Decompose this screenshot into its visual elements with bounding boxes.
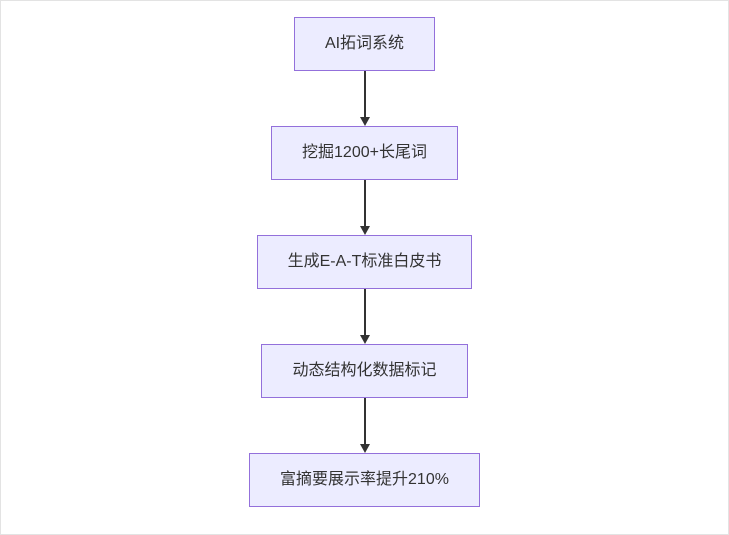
flow-node-label: 挖掘1200+长尾词 xyxy=(302,144,427,161)
flow-edge-d-e xyxy=(359,398,370,453)
arrowhead-icon xyxy=(359,117,370,126)
flow-node-rich-snippet-result: 富摘要展示率提升210% xyxy=(249,453,480,507)
flow-node-label: AI拓词系统 xyxy=(324,35,405,52)
flow-node-eat-whitepaper: 生成E-A-T标准白皮书 xyxy=(256,235,473,289)
arrowhead-icon xyxy=(359,335,370,344)
flow-node-ai-system: AI拓词系统 xyxy=(293,17,436,71)
edge-line xyxy=(363,71,366,117)
flow-node-longtail-keywords: 挖掘1200+长尾词 xyxy=(271,126,458,180)
flow-node-label: 富摘要展示率提升210% xyxy=(280,471,449,488)
flow-node-label: 生成E-A-T标准白皮书 xyxy=(287,253,442,270)
arrowhead-icon xyxy=(359,226,370,235)
flow-edge-c-d xyxy=(359,289,370,344)
edge-line xyxy=(363,289,366,335)
flow-node-structured-data: 动态结构化数据标记 xyxy=(261,344,468,398)
edge-line xyxy=(363,398,366,444)
flow-node-label: 动态结构化数据标记 xyxy=(292,362,437,379)
arrowhead-icon xyxy=(359,444,370,453)
flow-edge-b-c xyxy=(359,180,370,235)
edge-line xyxy=(363,180,366,226)
flow-edge-a-b xyxy=(359,71,370,126)
